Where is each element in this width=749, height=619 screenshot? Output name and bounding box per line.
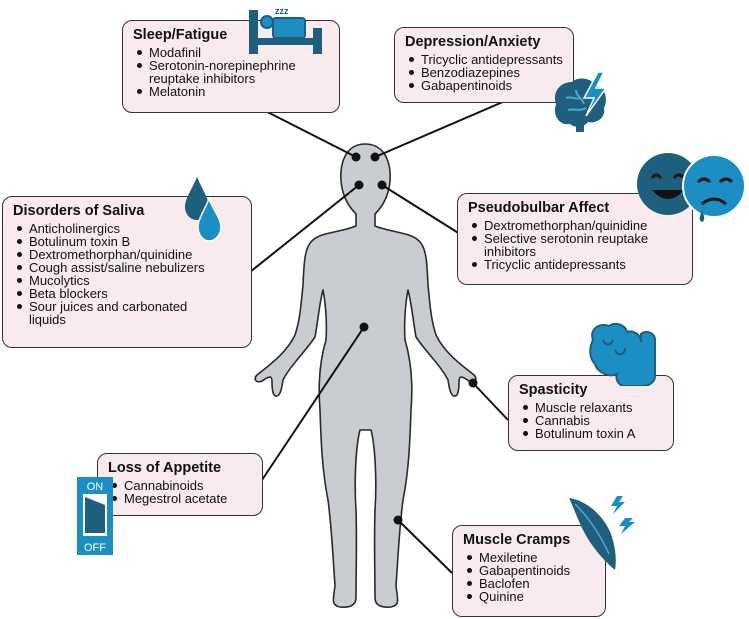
list-item: Cough assist/saline nebulizers bbox=[17, 261, 243, 274]
list-item: Modafinil bbox=[137, 46, 331, 59]
zzz-text: zzz bbox=[275, 6, 289, 16]
dot-sleep bbox=[351, 152, 361, 162]
box-title: Pseudobulbar Affect bbox=[468, 200, 610, 216]
list-item: Beta blockers bbox=[17, 287, 243, 300]
dot-saliva bbox=[354, 180, 364, 190]
brain-lightning-icon bbox=[554, 71, 608, 132]
list-item: Botulinum toxin A bbox=[523, 427, 665, 440]
list-item: Mexiletine bbox=[467, 551, 597, 564]
list-item: Serotonin-norepinephrine bbox=[137, 59, 331, 72]
connector-saliva bbox=[249, 184, 360, 273]
human-body-silhouette bbox=[254, 143, 477, 608]
switch-off-label: OFF bbox=[84, 542, 106, 554]
list-item: Anticholinergics bbox=[17, 222, 243, 235]
dot-appetite bbox=[359, 322, 369, 332]
list-item: Cannabis bbox=[523, 414, 665, 427]
dot-depression bbox=[370, 152, 380, 162]
list-item: Gabapentinoids bbox=[409, 79, 565, 92]
list-item-continuation: reuptake inhibitors bbox=[149, 71, 256, 86]
box-title: Spasticity bbox=[519, 382, 588, 398]
list-item: Selective serotonin reuptake bbox=[472, 232, 684, 245]
box-title: Muscle Cramps bbox=[463, 532, 571, 548]
connector-pseudobulbar bbox=[381, 184, 461, 235]
list-item: Mucolytics bbox=[17, 274, 243, 287]
list-item: Baclofen bbox=[467, 577, 597, 590]
list-item: Dextromethorphan/quinidine bbox=[472, 219, 684, 232]
box-depression-anxiety: Depression/Anxiety Tricyclic antidepress… bbox=[394, 27, 574, 103]
list-item: Megestrol acetate bbox=[112, 492, 254, 505]
box-title: Depression/Anxiety bbox=[405, 34, 541, 50]
clenched-hand-icon bbox=[589, 323, 656, 386]
dot-spasticity bbox=[468, 378, 478, 388]
connector-depression bbox=[374, 97, 513, 158]
happy-sad-faces-icon bbox=[637, 153, 746, 222]
box-title: Loss of Appetite bbox=[108, 460, 222, 476]
box-title: Disorders of Saliva bbox=[13, 203, 145, 219]
list-item: Tricyclic antidepressants bbox=[409, 53, 565, 66]
list-item-continuation: inhibitors bbox=[484, 244, 537, 259]
dot-pseudobulbar bbox=[377, 180, 387, 190]
list-item: Sour juices and carbonated bbox=[17, 300, 243, 313]
list-item: Cannabinoids bbox=[112, 479, 254, 492]
list-item: Melatonin bbox=[137, 85, 331, 98]
list-item: Gabapentinoids bbox=[467, 564, 597, 577]
connector-spasticity bbox=[472, 382, 509, 421]
dot-cramps bbox=[393, 515, 403, 525]
list-item: Quinine bbox=[467, 590, 597, 603]
attachment-dots bbox=[351, 152, 478, 525]
list-item: Botulinum toxin B bbox=[17, 235, 243, 248]
bed-icon: zzz bbox=[249, 6, 322, 54]
list-item-continuation: liquids bbox=[29, 312, 66, 327]
list-item: Muscle relaxants bbox=[523, 401, 665, 414]
connector-appetite bbox=[261, 326, 365, 481]
muscle-lightning-icon bbox=[569, 496, 635, 570]
switch-on-label: ON bbox=[87, 481, 104, 493]
list-item: Benzodiazepines bbox=[409, 66, 565, 79]
list-item: Dextromethorphan/quinidine bbox=[17, 248, 243, 261]
box-title: Sleep/Fatigue bbox=[133, 27, 228, 43]
on-off-switch-icon: ON OFF bbox=[77, 477, 113, 555]
water-drops-icon bbox=[185, 177, 222, 242]
list-item: Tricyclic antidepressants bbox=[472, 258, 684, 271]
connector-cramps bbox=[397, 519, 453, 574]
